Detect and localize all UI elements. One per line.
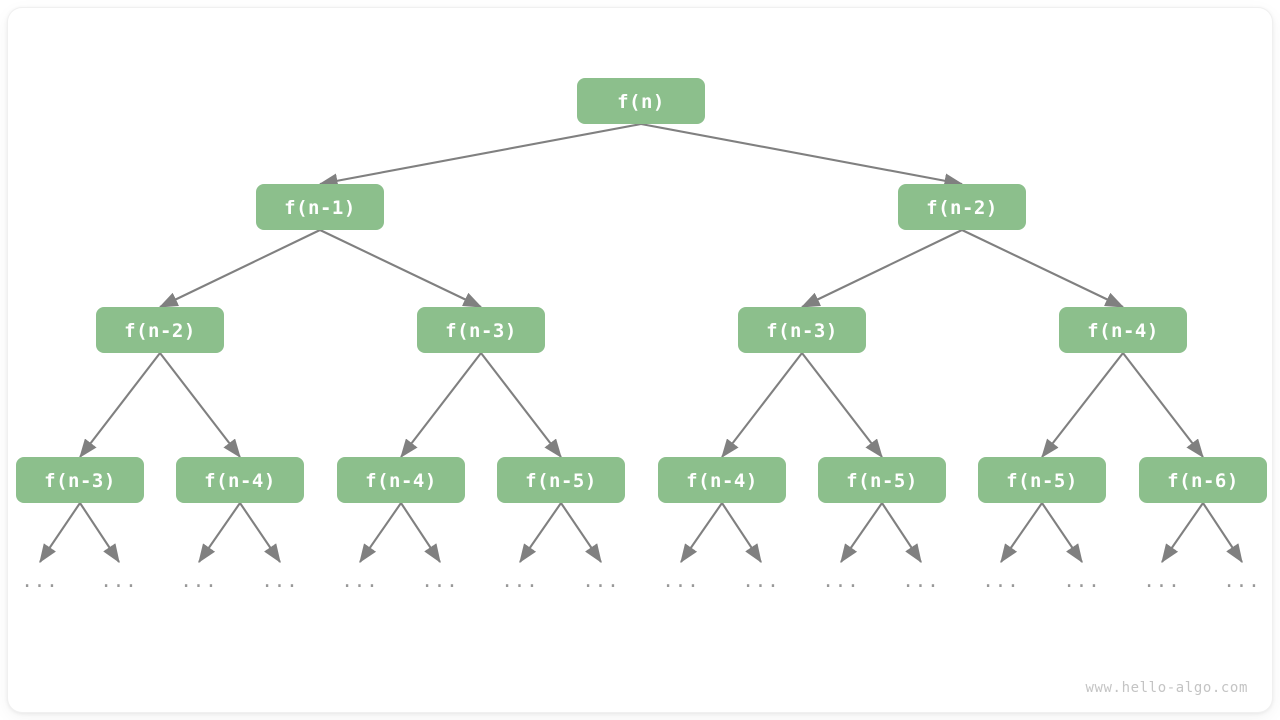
tree-node-label: f(n)	[617, 91, 665, 113]
tree-ellipsis: ···	[822, 575, 859, 597]
tree-node-label: f(n-4)	[204, 470, 276, 492]
tree-node[interactable]: f(n-2)	[898, 184, 1026, 230]
tree-node-label: f(n-2)	[124, 320, 196, 342]
tree-node[interactable]: f(n-4)	[337, 457, 465, 503]
tree-node-box	[96, 307, 224, 353]
tree-edge	[198, 502, 241, 564]
tree-node-box	[818, 457, 946, 503]
tree-edge	[359, 502, 402, 564]
tree-node-box	[1059, 307, 1187, 353]
tree-node[interactable]: f(n-4)	[658, 457, 786, 503]
edges-layer	[39, 122, 1243, 564]
tree-ellipsis: ···	[261, 575, 298, 597]
tree-edge	[400, 352, 482, 458]
tree-ellipsis: ···	[742, 575, 779, 597]
tree-edge	[680, 502, 723, 564]
tree-ellipsis: ···	[582, 575, 619, 597]
tree-edge	[39, 502, 81, 564]
tree-edge	[881, 502, 922, 564]
diagram-card	[8, 8, 1272, 712]
tree-node-box	[176, 457, 304, 503]
tree-node-label: f(n-3)	[766, 320, 838, 342]
tree-node-label: f(n-5)	[1006, 470, 1078, 492]
tree-edge	[840, 502, 883, 564]
tree-ellipsis: ···	[180, 575, 217, 597]
tree-node-box	[978, 457, 1106, 503]
tree-node[interactable]: f(n-1)	[256, 184, 384, 230]
tree-ellipsis: ···	[1063, 575, 1100, 597]
tree-edge	[560, 502, 602, 564]
tree-edge	[158, 229, 321, 308]
tree-edge	[1122, 352, 1204, 458]
tree-node[interactable]: f(n-4)	[1059, 307, 1187, 353]
tree-ellipsis: ···	[1143, 575, 1180, 597]
tree-edge	[318, 122, 642, 188]
tree-node-box	[256, 184, 384, 230]
tree-edge	[800, 229, 963, 308]
tree-node-box	[417, 307, 545, 353]
tree-node-box	[577, 78, 705, 124]
tree-node-label: f(n-4)	[365, 470, 437, 492]
tree-node-label: f(n-3)	[445, 320, 517, 342]
tree-edge	[1202, 502, 1243, 564]
tree-edge	[79, 502, 120, 564]
tree-edge	[519, 502, 562, 564]
tree-node-box	[1139, 457, 1267, 503]
tree-node-label: f(n-1)	[284, 197, 356, 219]
tree-edge	[1041, 502, 1083, 564]
tree-node-box	[738, 307, 866, 353]
tree-node[interactable]: f(n-6)	[1139, 457, 1267, 503]
tree-ellipsis: ···	[21, 575, 58, 597]
tree-node-label: f(n-6)	[1167, 470, 1239, 492]
nodes-layer: f(n) f(n-1) f(n-2) f(n-2) f(n-3) f(n-3) f(n-4)…	[16, 78, 1267, 597]
tree-edge	[961, 229, 1125, 308]
tree-edge	[1000, 502, 1043, 564]
tree-node-box	[898, 184, 1026, 230]
tree-ellipsis: ···	[421, 575, 458, 597]
tree-node-label: f(n-5)	[525, 470, 597, 492]
tree-ellipsis: ···	[662, 575, 699, 597]
tree-node-label: f(n-5)	[846, 470, 918, 492]
tree-node-label: f(n-4)	[686, 470, 758, 492]
tree-ellipsis: ···	[341, 575, 378, 597]
tree-node[interactable]: f(n-3)	[417, 307, 545, 353]
tree-node[interactable]: f(n-2)	[96, 307, 224, 353]
tree-edge	[640, 122, 964, 188]
tree-edge	[480, 352, 562, 458]
tree-edge	[721, 502, 762, 564]
tree-edge	[159, 352, 241, 458]
tree-node[interactable]: f(n-5)	[978, 457, 1106, 503]
tree-node-label: f(n-2)	[926, 197, 998, 219]
tree-node[interactable]: f(n-5)	[818, 457, 946, 503]
tree-node[interactable]: f(n-5)	[497, 457, 625, 503]
tree-node[interactable]: f(n-3)	[738, 307, 866, 353]
tree-edge	[721, 352, 803, 458]
tree-node-box	[337, 457, 465, 503]
tree-ellipsis: ···	[1223, 575, 1260, 597]
tree-edge	[400, 502, 441, 564]
tree-node-label: f(n-4)	[1087, 320, 1159, 342]
watermark: www.hello-algo.com	[1085, 680, 1248, 696]
tree-ellipsis: ···	[902, 575, 939, 597]
tree-edge	[1161, 502, 1204, 564]
tree-node[interactable]: f(n-4)	[176, 457, 304, 503]
tree-node[interactable]: f(n)	[577, 78, 705, 124]
tree-edge	[319, 229, 483, 308]
tree-node[interactable]: f(n-3)	[16, 457, 144, 503]
tree-edge	[1041, 352, 1124, 458]
tree-ellipsis: ···	[501, 575, 538, 597]
tree-node-box	[16, 457, 144, 503]
tree-ellipsis: ···	[100, 575, 137, 597]
tree-edge	[79, 352, 161, 458]
tree-ellipsis: ···	[982, 575, 1019, 597]
tree-edge	[801, 352, 883, 458]
tree-node-label: f(n-3)	[44, 470, 116, 492]
tree-edge	[239, 502, 281, 564]
tree-node-box	[658, 457, 786, 503]
tree-node-box	[497, 457, 625, 503]
